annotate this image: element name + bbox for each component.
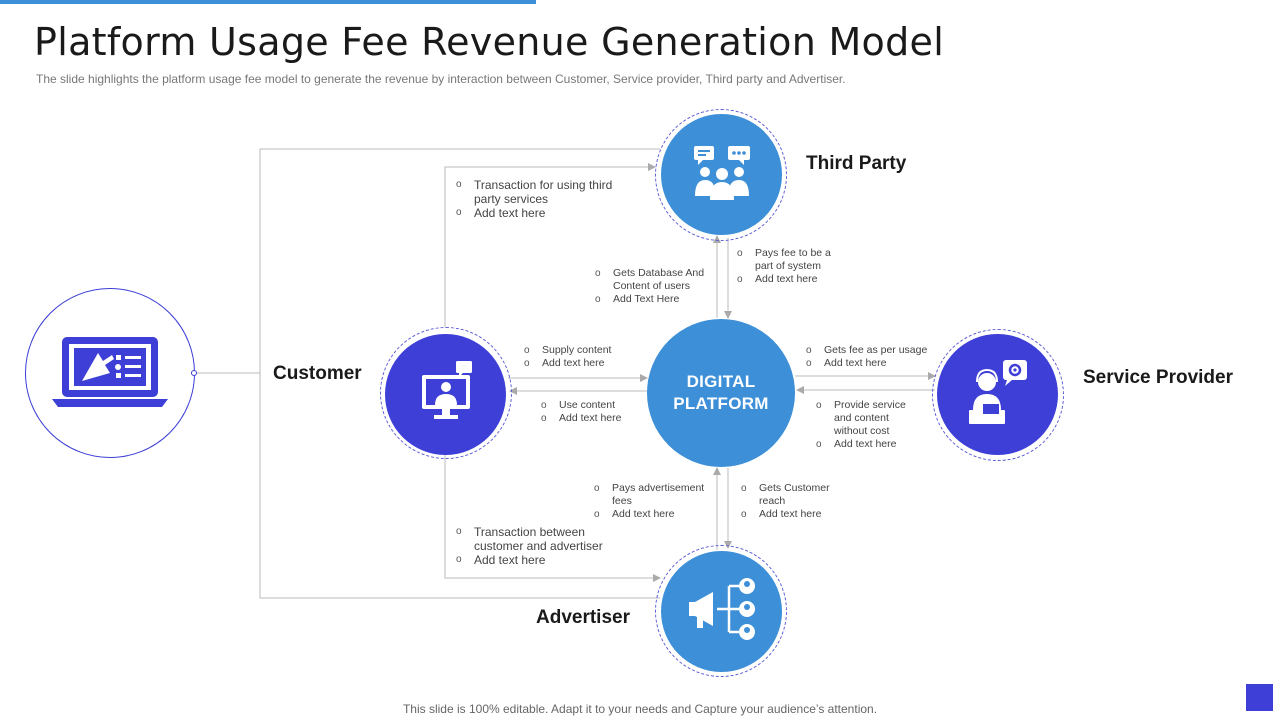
customer-third-connector [444,163,656,327]
page-subtitle: The slide highlights the platform usage … [36,72,846,86]
note-item: Add text here [456,206,631,220]
note-item: Provide service and content without cost [816,399,921,438]
top-accent-bar [0,0,536,4]
note-item: Transaction for using third party servic… [456,178,631,206]
advertiser-node[interactable] [661,551,782,672]
customer-label: Customer [273,363,362,384]
note-customer-advertiser: Transaction between customer and adverti… [456,525,626,567]
note-item: Add text here [806,357,941,370]
corner-accent-square [1246,684,1273,711]
service-provider-node[interactable] [937,334,1058,455]
laptop-cursor-icon [50,331,170,416]
note-item: Add text here [594,508,709,521]
note-advertiser-to-platform: Pays advertisement fees Add text here [594,482,709,521]
service-provider-label: Service Provider [1083,367,1233,388]
support-agent-icon [965,360,1031,429]
third-party-dashed-ring [655,109,787,241]
note-item: Add text here [816,438,921,451]
outer-frame [259,148,660,599]
note-platform-to-customer: Use content Add text here [541,399,651,425]
note-item: Gets Database And Content of users [595,267,715,293]
group-chat-icon [692,144,752,205]
note-item: Add Text Here [595,293,715,306]
megaphone-network-icon [687,576,757,647]
note-customer-third-party: Transaction for using third party servic… [456,178,631,220]
video-call-user-icon [418,361,474,428]
footer-note: This slide is 100% editable. Adapt it to… [402,702,878,716]
note-item: Add text here [456,553,626,567]
third-party-label: Third Party [806,153,907,174]
note-item: Add text here [737,273,847,286]
advertiser-dashed-ring [655,545,787,677]
note-platform-to-advertiser: Gets Customer reach Add text here [741,482,841,521]
note-platform-to-service: Gets fee as per usage Add text here [806,344,941,370]
note-item: Gets Customer reach [741,482,841,508]
advertiser-label: Advertiser [536,607,630,628]
note-item: Add text here [541,412,651,425]
note-item: Add text here [741,508,841,521]
note-customer-to-platform: Supply content Add text here [524,344,644,370]
customer-advertiser-connector [444,455,661,582]
note-item: Transaction between customer and adverti… [456,525,626,553]
page-title: Platform Usage Fee Revenue Generation Mo… [34,20,945,64]
note-item: Add text here [524,357,644,370]
note-platform-to-third: Gets Database And Content of users Add T… [595,267,715,306]
note-item: Supply content [524,344,644,357]
note-item: Pays fee to be a part of system [737,247,847,273]
laptop-connector-dot [191,370,197,376]
customer-dashed-ring [380,327,512,459]
laptop-circle [25,288,195,458]
note-item: Use content [541,399,651,412]
note-service-to-platform: Provide service and content without cost… [816,399,921,451]
center-label-line2: PLATFORM [673,394,769,413]
note-item: Pays advertisement fees [594,482,709,508]
third-party-node[interactable] [661,114,782,235]
digital-platform-node[interactable]: DIGITAL PLATFORM [647,319,795,467]
center-label-line1: DIGITAL [686,372,756,391]
service-provider-dashed-ring [932,329,1064,461]
note-third-to-platform: Pays fee to be a part of system Add text… [737,247,847,286]
customer-node[interactable] [385,334,506,455]
note-item: Gets fee as per usage [806,344,941,357]
